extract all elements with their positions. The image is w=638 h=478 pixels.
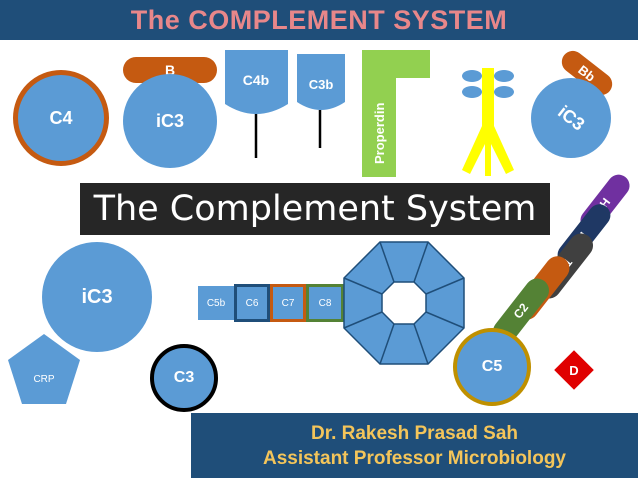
c4b-c3b-shapes: C4b C3b <box>225 50 345 158</box>
c6-box: C6 <box>234 284 270 322</box>
c3b-label: C3b <box>309 77 334 92</box>
b-top-label: B <box>164 62 176 78</box>
c4b-label: C4b <box>243 72 269 88</box>
properdin-label: Properdin <box>372 103 387 164</box>
c6-label: C6 <box>245 297 259 309</box>
c8-label: C8 <box>318 297 332 309</box>
ic3-left-circle: iC3 <box>42 242 152 352</box>
ic3-top-label: iC3 <box>155 110 184 131</box>
ic3-right-circle: iC3 <box>531 78 611 158</box>
c9-octagon <box>343 241 465 365</box>
crp-pentagon: CRP <box>8 334 80 404</box>
c8-box: C8 <box>306 284 344 322</box>
d-label: D <box>569 362 579 378</box>
c5-label: C5 <box>481 358 503 375</box>
author-box: Dr. Rakesh Prasad Sah Assistant Professo… <box>191 413 638 478</box>
c5b-label: C5b <box>206 297 226 309</box>
antibody-icon <box>462 68 514 176</box>
c4b-shape <box>225 50 288 114</box>
c4-circle: C4 <box>13 70 109 166</box>
ic3-right-label: iC3 <box>554 101 589 135</box>
c5-circle: C5 <box>453 328 531 406</box>
author-role: Assistant Professor Microbiology <box>262 447 566 469</box>
crp-label: CRP <box>33 374 54 385</box>
c4-label: C4 <box>49 107 73 128</box>
ic3-top-circle: iC3 <box>123 74 217 168</box>
center-banner: The Complement System <box>80 183 550 235</box>
c3b-shape <box>297 54 345 110</box>
ic3-left-label: iC3 <box>81 285 113 308</box>
c3-label: C3 <box>173 369 195 386</box>
author-name: Dr. Rakesh Prasad Sah <box>311 422 518 444</box>
c7-label: C7 <box>281 297 295 309</box>
c7-box: C7 <box>270 284 306 322</box>
page-title: The COMPLEMENT SYSTEM <box>130 4 508 35</box>
c2-label: C2 <box>510 300 532 322</box>
c3-circle: C3 <box>150 344 218 412</box>
center-banner-text: The Complement System <box>93 189 537 229</box>
c5b-box: C5b <box>198 286 234 320</box>
title-bar: The COMPLEMENT SYSTEM <box>0 0 638 40</box>
properdin-shape: Properdin <box>362 50 430 177</box>
